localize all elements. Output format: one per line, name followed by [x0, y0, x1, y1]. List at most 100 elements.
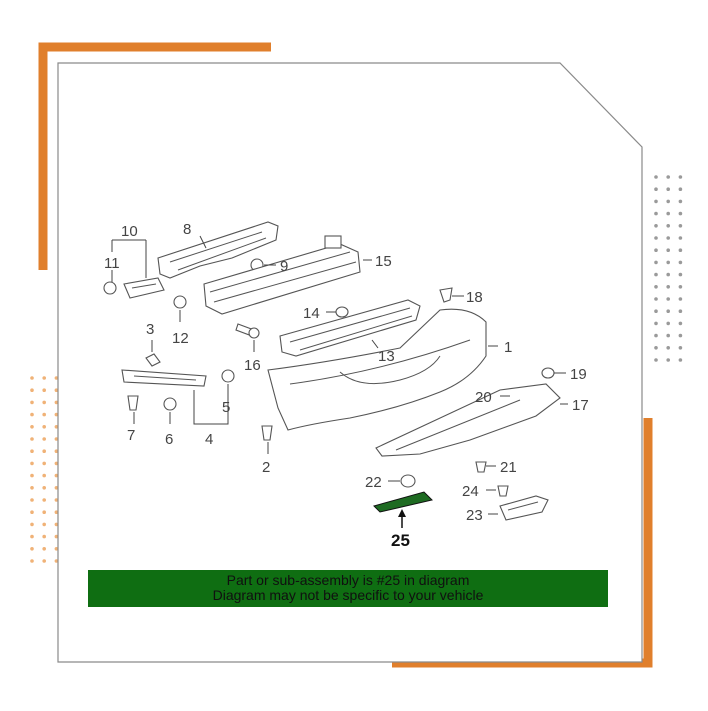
callout-9: 9 — [280, 258, 288, 275]
decor-dot — [42, 534, 46, 539]
decor-dot — [666, 211, 670, 216]
decor-dot — [54, 510, 59, 514]
decor-dot — [30, 400, 34, 405]
callout-23: 23 — [466, 507, 483, 524]
decor-dot — [30, 486, 34, 490]
part-4-lamp-bracket — [121, 369, 207, 387]
callout-14: 14 — [303, 305, 320, 322]
decor-dot — [654, 224, 658, 228]
decor-dot — [666, 187, 670, 191]
dot-grid-orange — [30, 376, 59, 563]
orange-corner-top-left — [38, 42, 271, 270]
decor-dot — [42, 376, 46, 380]
decor-dot — [678, 236, 683, 240]
decor-dot — [678, 346, 683, 350]
decor-dot — [42, 449, 46, 454]
decor-dot — [654, 248, 658, 252]
decor-dot — [654, 236, 658, 240]
decor-dot — [678, 199, 683, 204]
part-11-clip — [103, 281, 117, 295]
callout-22: 22 — [365, 474, 382, 491]
callout-24: 24 — [462, 483, 479, 500]
decor-dot — [30, 510, 34, 514]
callout-20: 20 — [475, 389, 492, 406]
decor-dot — [678, 187, 683, 191]
decor-dot — [30, 449, 34, 454]
callout-6: 6 — [165, 431, 173, 448]
callout-21: 21 — [500, 459, 517, 476]
decor-dot — [42, 486, 46, 490]
decor-dot — [654, 321, 658, 326]
decor-dot — [54, 461, 59, 466]
decor-dot — [678, 358, 683, 362]
decor-dot — [654, 199, 658, 204]
decor-dot — [42, 400, 46, 405]
banner-line-1: Part or sub-assembly is #25 in diagram — [226, 572, 470, 588]
decor-dot — [54, 559, 59, 563]
decor-dot — [42, 522, 46, 527]
decor-dot — [42, 461, 46, 466]
decor-dot — [54, 473, 59, 478]
decor-dot — [30, 534, 34, 539]
part-25-highlighted — [373, 491, 433, 513]
decor-dot — [654, 260, 658, 265]
decor-dot — [54, 412, 59, 417]
decor-dot — [666, 333, 670, 338]
part-15-impact-bar — [203, 235, 361, 315]
decor-dot — [654, 175, 658, 179]
part-16-bolt — [235, 323, 260, 339]
callout-11: 11 — [104, 255, 120, 272]
decor-dot — [666, 260, 670, 265]
decor-dot — [30, 388, 34, 393]
decor-dot — [678, 285, 683, 289]
part-6-bolt — [163, 397, 177, 411]
part-24-bolt — [497, 485, 509, 497]
decor-dot — [42, 559, 46, 563]
decor-dot — [666, 309, 670, 314]
decor-dot — [42, 510, 46, 514]
decor-dot — [54, 400, 59, 405]
decor-dot — [654, 272, 658, 277]
callout-15: 15 — [375, 253, 392, 270]
decor-dot — [54, 547, 59, 551]
decor-dot — [678, 297, 683, 301]
callout-7: 7 — [127, 427, 135, 444]
decor-dot — [666, 358, 670, 362]
part-14-clip — [335, 306, 349, 318]
dot-grid-gray — [654, 175, 683, 362]
decor-dot — [654, 333, 658, 338]
decor-dot — [678, 321, 683, 326]
decor-dot — [678, 333, 683, 338]
decor-dot — [654, 358, 658, 362]
decor-dot — [30, 473, 34, 478]
decor-dot — [30, 498, 34, 502]
decor-dot — [54, 388, 59, 393]
part-8-bracket — [157, 221, 279, 279]
decor-dot — [30, 559, 34, 563]
callout-12: 12 — [172, 330, 189, 347]
decor-dot — [666, 285, 670, 289]
callout-8: 8 — [183, 221, 191, 238]
decor-dot — [678, 248, 683, 252]
part-7-clip — [127, 395, 139, 411]
decor-dot — [42, 437, 46, 441]
callout-16: 16 — [244, 357, 261, 374]
decor-dot — [666, 346, 670, 350]
callout-4: 4 — [205, 431, 213, 448]
callout-1: 1 — [504, 339, 512, 356]
decor-dot — [54, 437, 59, 441]
leader-lines — [111, 235, 568, 528]
decor-dot — [30, 412, 34, 417]
decor-dot — [654, 285, 658, 289]
decor-dot — [30, 437, 34, 441]
decor-dot — [54, 522, 59, 527]
part-3-nut — [145, 353, 161, 367]
decor-dot — [654, 346, 658, 350]
decor-dot — [54, 449, 59, 454]
decor-dot — [54, 534, 59, 539]
part-12-nut — [173, 295, 187, 309]
decor-dot — [666, 236, 670, 240]
decor-dot — [42, 473, 46, 478]
part-22-nut — [400, 474, 416, 488]
decor-dot — [654, 187, 658, 191]
